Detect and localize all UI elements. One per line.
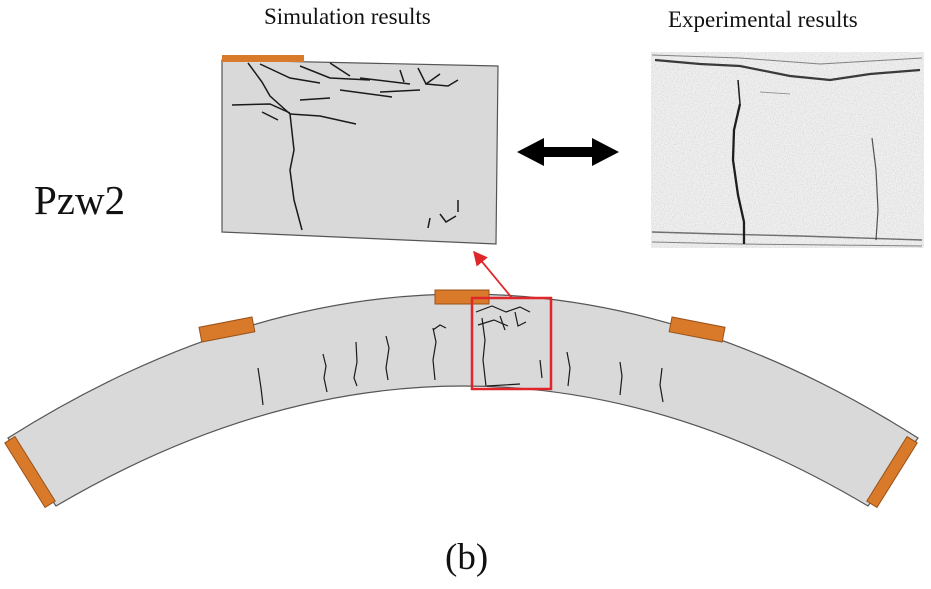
beam-cracks [257, 305, 664, 406]
experimental-title: Experimental results [668, 7, 858, 32]
simulation-title: Simulation results [264, 4, 431, 29]
simulation-cracks [231, 62, 459, 231]
panel-label: (b) [445, 537, 489, 578]
simulation-inset [221, 55, 499, 245]
simulation-panel [221, 59, 499, 245]
pointer-arrow [473, 250, 513, 299]
photo-grain [651, 52, 924, 248]
support-right [866, 435, 918, 509]
simulation-pad [222, 55, 304, 62]
pad-left [198, 316, 256, 343]
experimental-photo [651, 52, 924, 248]
photo-cracks [731, 79, 879, 244]
pad-right [668, 316, 726, 343]
loading-pads [4, 289, 918, 509]
specimen-id: Pzw2 [34, 177, 126, 223]
comparison-arrow-icon [517, 138, 619, 166]
photo-edges [651, 54, 923, 247]
curved-beam [4, 289, 919, 509]
support-left [4, 435, 56, 509]
beam-body [7, 293, 919, 507]
